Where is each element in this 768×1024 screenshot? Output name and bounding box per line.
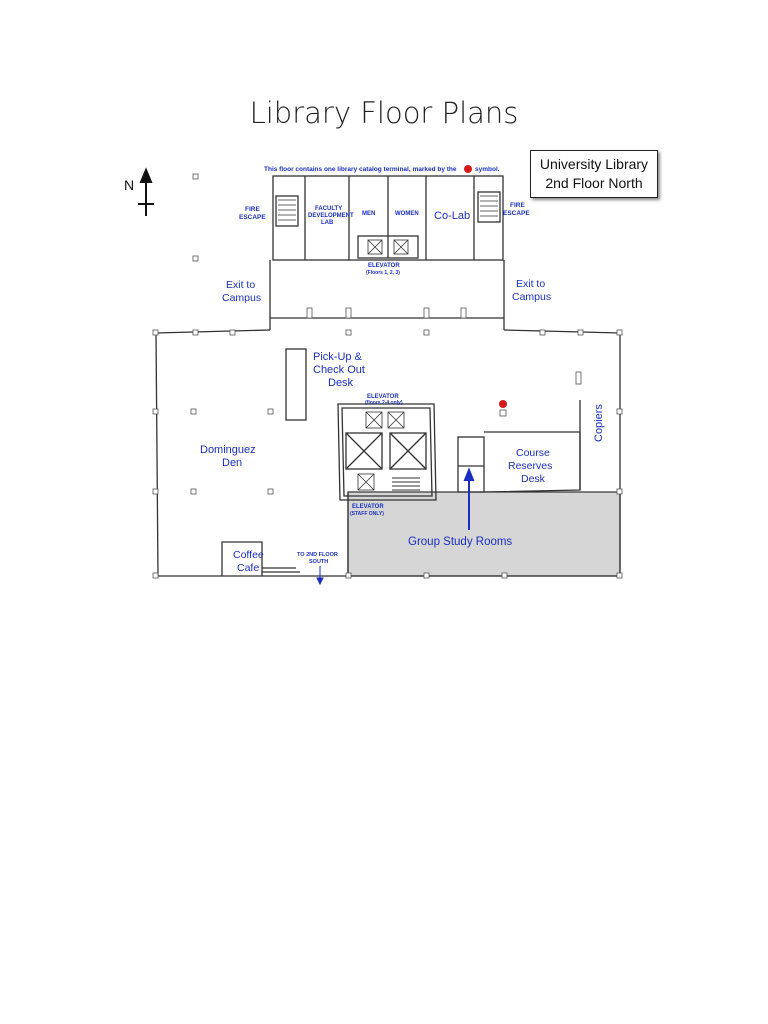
- dominguez-den-2: Den: [222, 457, 242, 469]
- elevator-top-note: (Floors 1, 2, 3): [366, 270, 400, 276]
- elevator-mid-note: (floors 2-4 only): [365, 400, 403, 406]
- arrow-up-icon: [463, 467, 475, 530]
- legend-line-2: 2nd Floor North: [545, 175, 643, 191]
- catalog-marker-icon: [464, 165, 472, 173]
- group-study-area: [347, 491, 621, 577]
- floor-legend: University Library 2nd Floor North: [530, 150, 658, 198]
- course-reserves-3: Desk: [521, 473, 546, 485]
- elevator-mid-label: ELEVATOR: [367, 394, 399, 400]
- men-label: MEN: [362, 211, 375, 217]
- faculty-lab-3: LAB: [321, 220, 334, 226]
- course-reserves-2: Reserves: [508, 460, 552, 472]
- fire-escape-left-1: FIRE: [245, 206, 260, 213]
- coffee-cafe-2: Cafe: [237, 562, 259, 574]
- pickup-desk-1: Pick-Up &: [313, 351, 363, 363]
- pickup-desk-3: Desk: [328, 377, 354, 389]
- faculty-lab-1: FACULTY: [315, 206, 342, 212]
- coffee-cafe-1: Coffee: [233, 549, 264, 561]
- main-floor-walls: [155, 329, 621, 577]
- women-label: WOMEN: [395, 211, 419, 217]
- arrow-down-icon: [316, 566, 324, 586]
- north-label: N: [124, 177, 134, 193]
- exit-left-2: Campus: [222, 292, 261, 304]
- exit-left-1: Exit to: [226, 279, 255, 291]
- page-title: Library Floor Plans: [249, 96, 519, 130]
- catalog-note: This floor contains one library catalog …: [264, 166, 457, 173]
- dominguez-den-1: Dominguez: [200, 444, 256, 456]
- faculty-lab-2: DEVELOPMENT: [308, 213, 354, 219]
- fire-escape-right-1: FIRE: [510, 202, 525, 209]
- exit-right-1: Exit to: [516, 278, 545, 290]
- to-south-1: TO 2ND FLOOR: [297, 552, 338, 558]
- exit-right-2: Campus: [512, 291, 551, 303]
- elevator-staff-label: ELEVATOR: [352, 504, 384, 510]
- copiers-label: Copiers: [593, 404, 605, 442]
- catalog-note-end: symbol.: [475, 166, 500, 173]
- column-markers: [152, 173, 623, 579]
- catalog-terminal-marker-icon: [499, 400, 507, 408]
- north-arrow-icon: [138, 167, 154, 216]
- elevator-top-label: ELEVATOR: [368, 263, 400, 269]
- co-lab-label: Co-Lab: [434, 210, 470, 222]
- top-wing-walls: [269, 175, 505, 330]
- legend-line-1: University Library: [539, 156, 649, 172]
- fire-escape-left-2: ESCAPE: [239, 214, 266, 221]
- to-south-2: SOUTH: [309, 559, 328, 565]
- fire-escape-right-2: ESCAPE: [503, 210, 530, 217]
- elevator-top-car-icon: [367, 239, 409, 255]
- group-study-label: Group Study Rooms: [408, 536, 512, 548]
- main-stair-icon: [392, 477, 420, 491]
- pickup-desk-2: Check Out: [313, 364, 365, 376]
- main-elevator-car-icon: [357, 411, 405, 491]
- course-reserves-1: Course: [516, 447, 550, 459]
- stair-lines-icon: [278, 195, 498, 221]
- elevator-staff-note: (STAFF ONLY): [350, 511, 384, 517]
